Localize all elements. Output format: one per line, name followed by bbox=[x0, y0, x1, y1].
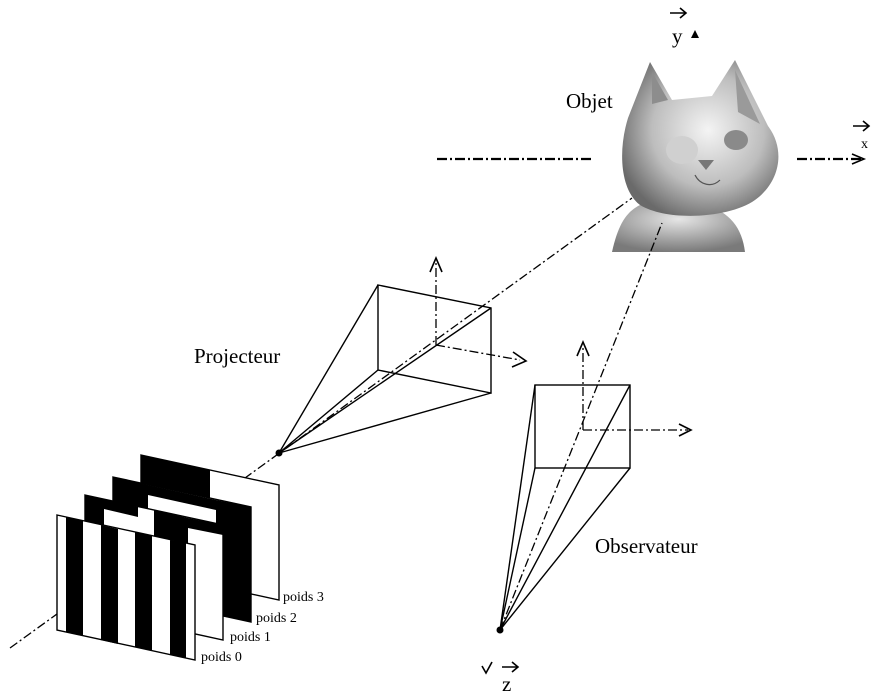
pattern-label-weight-1: poids 1 bbox=[230, 630, 271, 645]
projector-label: Projecteur bbox=[194, 344, 280, 368]
object-label: Objet bbox=[566, 89, 613, 113]
y-axis-label: y bbox=[672, 24, 683, 48]
pattern-label-weight-0: poids 0 bbox=[201, 650, 242, 665]
observer-center-point bbox=[496, 626, 504, 634]
observer-optical-axis bbox=[499, 222, 663, 631]
cat-object-image bbox=[612, 60, 779, 252]
light-pattern-stack: poids 3 poids 2 poids 1 poids 0 bbox=[56, 454, 324, 665]
projector-center-point bbox=[275, 449, 283, 457]
world-axes: x y z bbox=[437, 7, 871, 693]
x-axis-label: x bbox=[861, 137, 868, 152]
projector-frustum bbox=[275, 255, 528, 457]
pattern-label-weight-3: poids 3 bbox=[283, 590, 324, 605]
observer-frustum bbox=[496, 339, 693, 634]
observer-label: Observateur bbox=[595, 534, 698, 558]
z-axis-label: z bbox=[502, 672, 511, 693]
pattern-label-weight-2: poids 2 bbox=[256, 611, 297, 626]
pattern-weight-0 bbox=[56, 514, 196, 661]
